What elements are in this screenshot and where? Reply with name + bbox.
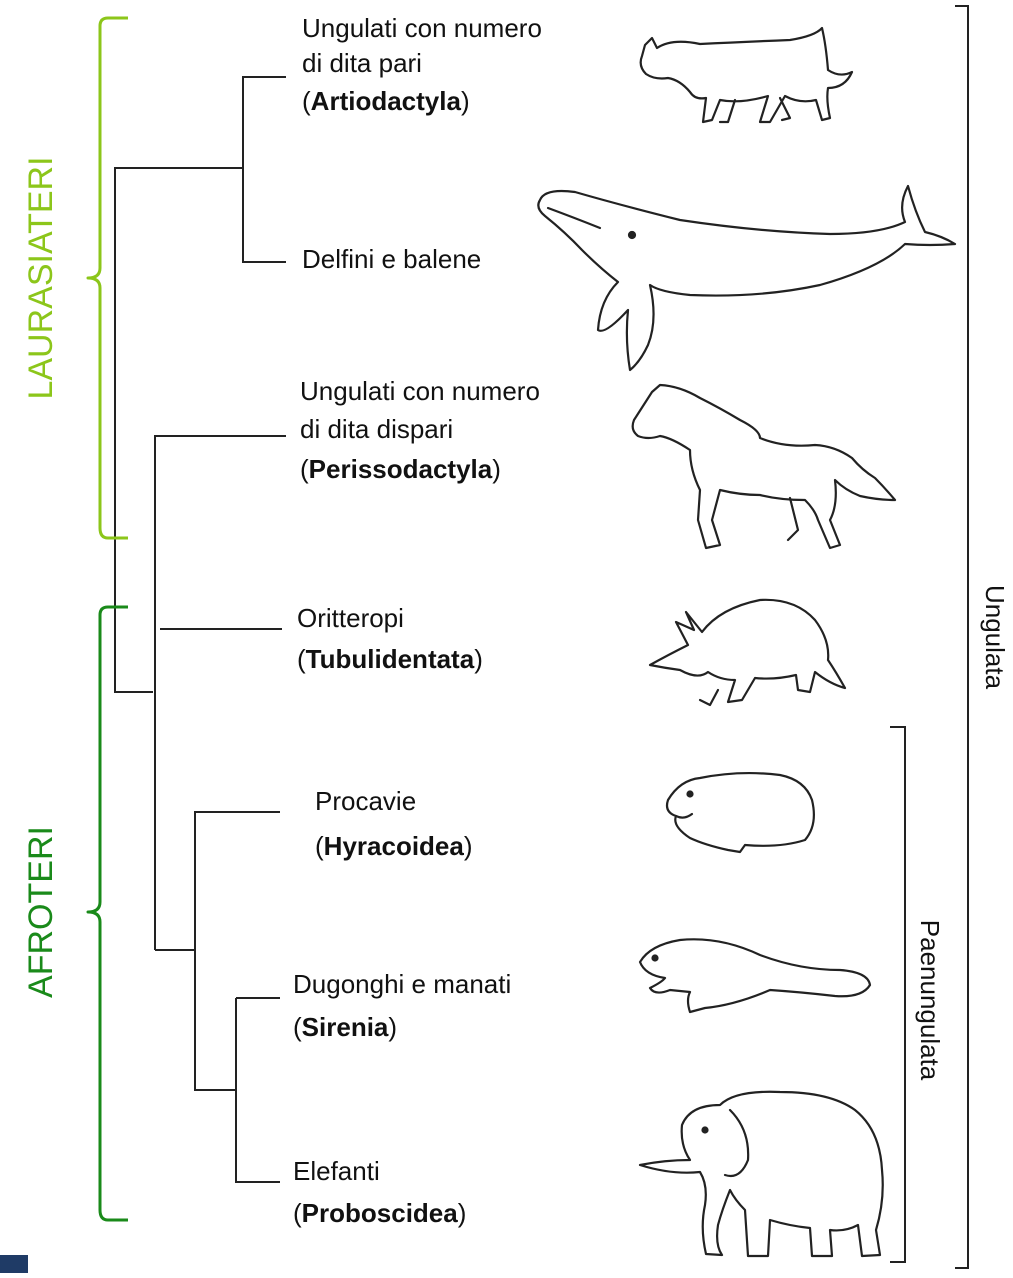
taxon-proboscidea-line1: Elefanti: [293, 1156, 380, 1186]
taxon-artiodactyla-line2: di dita pari: [302, 48, 422, 78]
laurasiateri-brace: [88, 18, 128, 538]
taxon-tubulidentata-latin: (Tubulidentata): [297, 644, 483, 674]
taxon-label-tubulidentata: Oritteropi (Tubulidentata): [297, 603, 483, 674]
elephant-drawing: [640, 1092, 883, 1256]
taxon-label-perissodactyla: Ungulati con numero di dita dispari (Per…: [300, 376, 540, 484]
afroteri-brace: [88, 607, 128, 1220]
taxon-label-hyracoidea: Procavie (Hyracoidea): [315, 786, 473, 861]
taxon-whales-line1: Delfini e balene: [302, 244, 481, 274]
aardvark-drawing: [650, 600, 845, 705]
hyrax-drawing: [667, 773, 814, 852]
branch-sirenia-elephants: [195, 950, 236, 1090]
branch-proboscidea: [236, 998, 280, 1182]
taxon-label-sirenia: Dugonghi e manati (Sirenia): [293, 969, 511, 1042]
taxon-artiodactyla-latin: (Artiodactyla): [302, 86, 470, 116]
horse-drawing: [633, 385, 895, 548]
taxon-sirenia-line1: Dugonghi e manati: [293, 969, 511, 999]
taxon-perissodactyla-line1: Ungulati con numero: [300, 376, 540, 406]
taxon-label-whales: Delfini e balene: [302, 244, 481, 274]
paenungulata-label: Paenungulata: [915, 920, 945, 1081]
afroteri-label: AFROTERI: [22, 826, 60, 998]
ungulata-label: Ungulata: [980, 585, 1010, 690]
branch-perissodactyla: [155, 436, 286, 950]
taxon-label-artiodactyla: Ungulati con numero di dita pari (Artiod…: [302, 13, 542, 116]
taxon-perissodactyla-line2: di dita dispari: [300, 414, 453, 444]
taxon-label-proboscidea: Elefanti (Proboscidea): [293, 1156, 466, 1228]
taxon-perissodactyla-latin: (Perissodactyla): [300, 454, 501, 484]
cow-drawing: [641, 28, 852, 122]
branch-artiodactyla-whales: [243, 77, 286, 262]
taxon-tubulidentata-line1: Oritteropi: [297, 603, 404, 633]
branch-root: [115, 168, 243, 692]
ungulata-bracket: [955, 6, 968, 1268]
whale-drawing: [538, 186, 955, 370]
paenungulata-bracket: [890, 727, 905, 1262]
taxon-hyracoidea-line1: Procavie: [315, 786, 416, 816]
taxon-hyracoidea-latin: (Hyracoidea): [315, 831, 473, 861]
taxon-artiodactyla-line1: Ungulati con numero: [302, 13, 542, 43]
laurasiateri-label: LAURASIATERI: [22, 156, 60, 399]
branch-hyracoidea: [155, 812, 280, 950]
manatee-drawing: [640, 939, 870, 1012]
taxon-proboscidea-latin: (Proboscidea): [293, 1198, 466, 1228]
corner-square: [0, 1255, 28, 1273]
taxon-sirenia-latin: (Sirenia): [293, 1012, 397, 1042]
cladogram-tree: [115, 77, 286, 1182]
